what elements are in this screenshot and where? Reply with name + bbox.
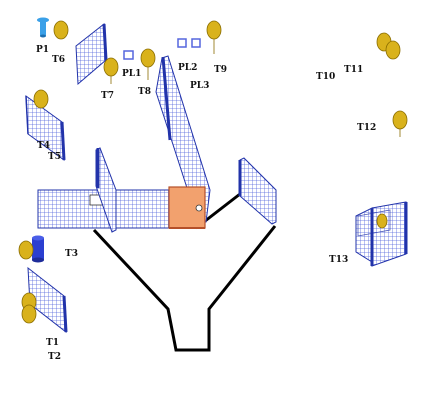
tall-slanted-panel (155, 55, 211, 223)
small-box-pl1 (123, 50, 134, 60)
label-pl2: PL2 (178, 63, 197, 73)
label-t9: T9 (214, 65, 227, 75)
label-t1: T1 (46, 338, 59, 348)
label-t4: T4 (37, 141, 50, 151)
octagon-target-icon-t9 (206, 20, 222, 54)
label-t3: T3 (65, 249, 78, 259)
label-pl3: PL3 (190, 81, 209, 91)
octagon-target-icon-t4 (33, 89, 49, 109)
small-box-pl2 (177, 38, 201, 48)
white-marker (195, 204, 203, 212)
label-t2: T2 (48, 352, 61, 362)
octagon-target-icon-t13 (376, 213, 388, 229)
label-t13: T13 (329, 255, 348, 265)
label-pl1: PL1 (122, 69, 141, 79)
blue-cylinder-icon (32, 235, 44, 263)
label-p1: P1 (36, 45, 49, 55)
octagon-target-icon-t11 (376, 32, 401, 60)
enclosure-t13 (355, 201, 408, 267)
octagon-target-icon-t6 (53, 20, 69, 40)
right-track-panel (238, 157, 277, 225)
panel-t1-t2 (27, 266, 68, 334)
label-t6: T6 (52, 55, 65, 65)
octagon-target-icon-t1 (21, 292, 37, 324)
label-t5: T5 (48, 152, 61, 162)
labels: P1 T6 T7 PL1 T8 PL2 PL3 T9 T10 T11 T12 T… (36, 45, 376, 362)
track-left-arm (92, 225, 277, 352)
octagon-target-icon-t12 (392, 110, 408, 137)
panel-t6 (75, 23, 108, 86)
label-t12: T12 (357, 123, 376, 133)
octagon-target-icon-t8 (140, 48, 156, 80)
blue-pillar-icon (37, 17, 49, 38)
orange-box (168, 186, 206, 229)
divider-panel (95, 147, 117, 233)
label-t10: T10 (316, 72, 335, 82)
octagon-target-icon-t7 (103, 57, 119, 84)
targets (18, 20, 408, 324)
label-t11: T11 (344, 65, 363, 75)
octagon-target-icon-t3 (18, 240, 34, 260)
panel-t4-t5 (25, 94, 66, 162)
label-t8: T8 (138, 87, 151, 97)
label-t7: T7 (101, 91, 114, 101)
